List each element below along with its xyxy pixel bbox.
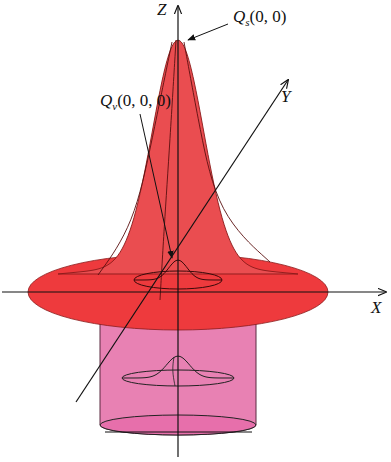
axis-label: X: [371, 299, 381, 318]
source-label: Qs(0, 0): [233, 8, 286, 28]
leader-lines: [140, 24, 228, 258]
source-label: Qv(0, 0, 0): [100, 92, 171, 112]
axis-label: Y: [281, 88, 290, 107]
axis-label: Z: [157, 1, 166, 20]
axes: [2, 6, 386, 457]
